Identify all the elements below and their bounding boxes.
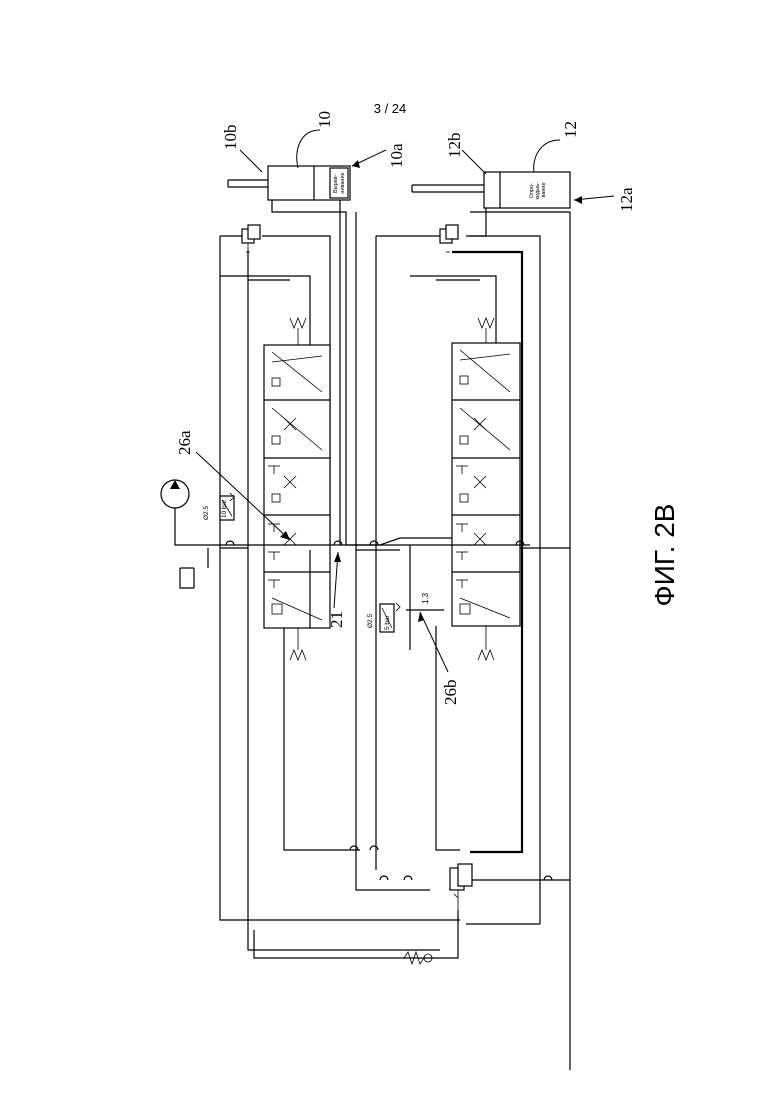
leader-lines [196,130,614,672]
tank-symbol [180,548,208,588]
check-valve-top-right [440,225,458,252]
relief-valve-a: Ø2.5 10 bar [203,493,234,520]
cylinder-12: Опро- кидыь- вание [412,172,570,208]
page-number: 3 / 24 [374,101,407,116]
label-10b: 10b [221,125,240,151]
svg-text:1.3: 1.3 [421,592,430,604]
label-26a: 26a [175,430,194,455]
label-10a: 10a [387,143,406,168]
svg-text:Ø2.5: Ø2.5 [367,614,374,628]
label-26b: 26b [441,680,460,706]
svg-text:10 bar: 10 bar [221,499,228,518]
svg-text:Ø2.5: Ø2.5 [203,506,210,520]
check-valve-top-left [242,225,260,256]
label-10: 10 [315,111,334,128]
svg-text:5 bar: 5 bar [384,614,391,630]
valve-block-left [264,318,330,660]
valve-block-right [452,318,520,660]
svg-text:Опро- кидыь- вание: Опро- кидыь- вание [529,181,547,200]
label-12a: 12a [617,187,636,212]
pump-symbol [161,480,220,545]
cylinder-10: Вырав- нивание [228,166,350,200]
label-12: 12 [561,121,580,138]
figure-caption: ФИГ. 2B [649,504,680,607]
check-valve-bottom [450,864,472,912]
svg-text:Вырав- нивание: Вырав- нивание [333,172,346,193]
relief-valve-b: Ø2.5 5 bar 1.3 [367,592,444,632]
label-21: 21 [327,611,346,628]
label-12b: 12b [445,133,464,159]
upper-right-piping [376,208,570,1070]
